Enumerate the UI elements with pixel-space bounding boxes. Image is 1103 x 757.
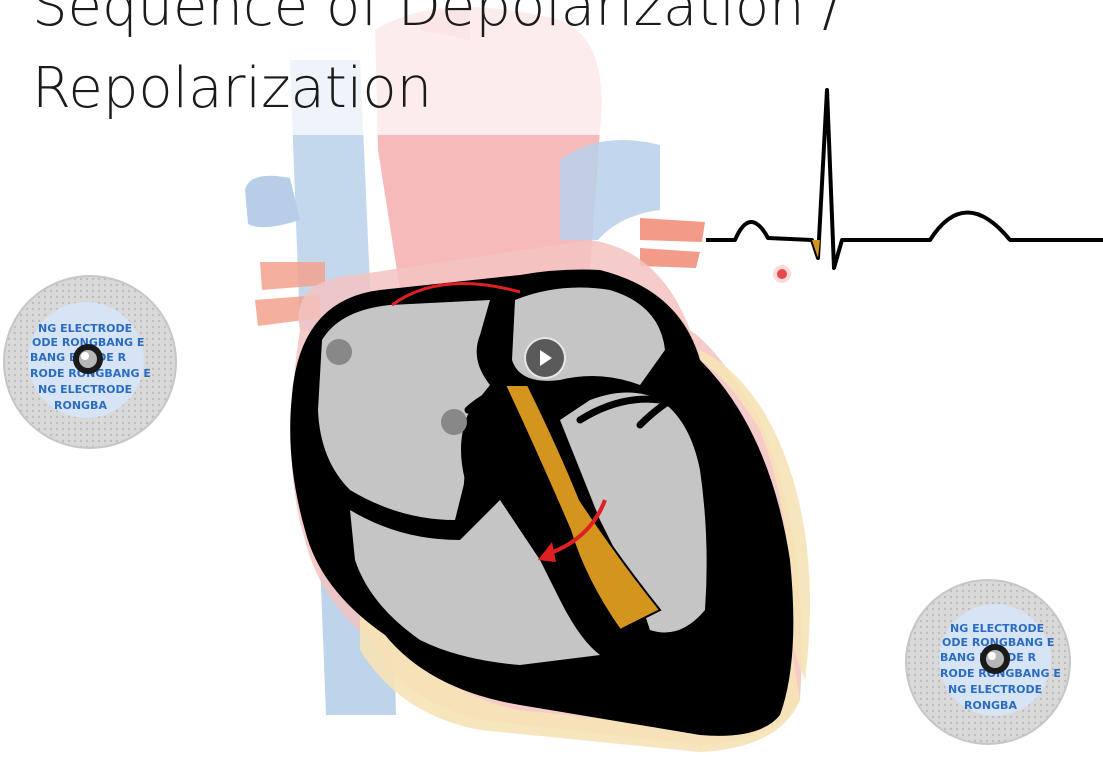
laser-pointer-dot <box>777 269 787 279</box>
electrode-left-text-6: RONGBA <box>54 399 107 412</box>
electrode-right-text-1: NG ELECTRODE <box>950 622 1044 635</box>
play-icon <box>540 350 552 366</box>
electrode-right-text-2: ODE RONGBANG E <box>942 636 1054 649</box>
electrode-left: NG ELECTRODE ODE RONGBANG E BANG E TODE … <box>3 275 177 449</box>
slide-title: Sequence of Depolarization / Repolarizat… <box>32 0 1072 130</box>
electrode-right-text-4: RODE RONGBANG E <box>940 667 1061 680</box>
pulmonary-trunk <box>560 140 660 240</box>
pulmonary-arteries <box>255 218 705 326</box>
arrowhead <box>538 542 556 562</box>
av-node <box>441 409 467 435</box>
electrode-right: NG ELECTRODE ODE RONGBANG E BANG E TODE … <box>905 579 1071 745</box>
ecg-trace <box>706 88 1103 270</box>
play-button[interactable] <box>524 337 566 379</box>
electrode-left-text-2: ODE RONGBANG E <box>32 336 144 349</box>
electrode-right-text-5: NG ELECTRODE <box>948 683 1042 696</box>
electrode-right-text-6: RONGBA <box>964 699 1017 712</box>
electrode-left-text-1: NG ELECTRODE <box>38 322 132 335</box>
slide-title-line-2: Repolarization <box>32 56 433 121</box>
right-side-fat <box>700 350 810 680</box>
left-ventricle <box>560 392 707 633</box>
right-atrium <box>318 300 490 520</box>
interventricular-septum <box>503 384 662 632</box>
heart-fat-layer <box>360 590 800 752</box>
slide-title-line-1: Sequence of Depolarization / <box>32 0 842 39</box>
electrode-left-text-5: NG ELECTRODE <box>38 383 132 396</box>
sa-node <box>326 339 352 365</box>
atrial-conduction-arc <box>391 282 521 307</box>
title-backdrop <box>0 0 660 135</box>
right-ventricle <box>350 500 600 665</box>
